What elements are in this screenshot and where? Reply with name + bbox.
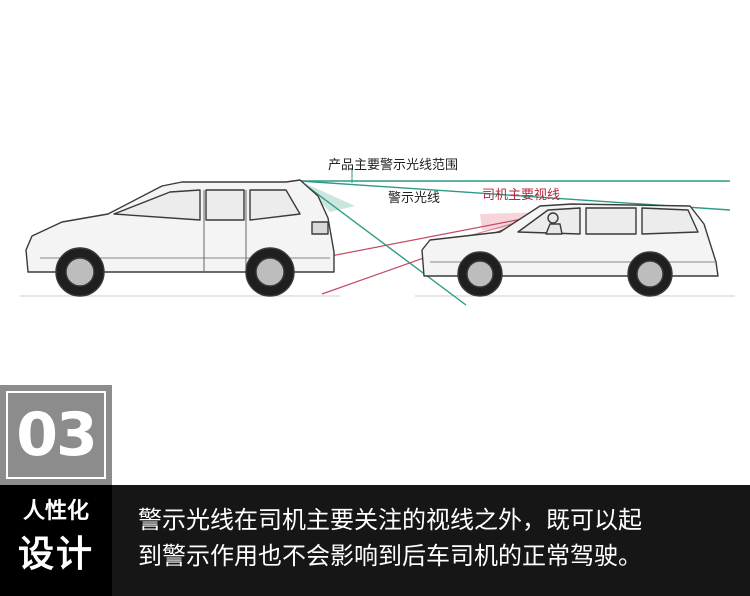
- feature-title-line2: 设计: [17, 534, 94, 575]
- suv-car: [25, 179, 335, 297]
- number-badge-bg: [0, 385, 112, 485]
- description-line-1: 警示光线在司机主要关注的视线之外，既可以起: [138, 506, 642, 534]
- feature-description: 警示光线在司机主要关注的视线之外，既可以起 到警示作用也不会影响到后车司机的正常…: [138, 502, 738, 574]
- description-line-2: 到警示作用也不会影响到后车司机的正常驾驶。: [138, 542, 642, 570]
- label-driver-view: 司机主要视线: [482, 188, 561, 203]
- beam-lower: [299, 180, 467, 306]
- description-bar: [0, 485, 750, 596]
- label-warning-beam: 警示光线: [388, 191, 441, 206]
- feature-title-line1: 人性化: [22, 499, 89, 524]
- wagon-car: [421, 203, 719, 297]
- label-main-warning-range: 产品主要警示光线范围: [328, 158, 459, 173]
- car-diagram: [20, 168, 735, 306]
- sight-line-upper: [309, 213, 549, 261]
- feature-footer: 03 人性化 设计 警示光线在司机主要关注的视线之外，既可以起 到警示作用也不会…: [0, 385, 750, 596]
- warning-range-area: [300, 181, 355, 212]
- feature-number: 03: [6, 391, 106, 479]
- feature-title-bg: [0, 485, 112, 596]
